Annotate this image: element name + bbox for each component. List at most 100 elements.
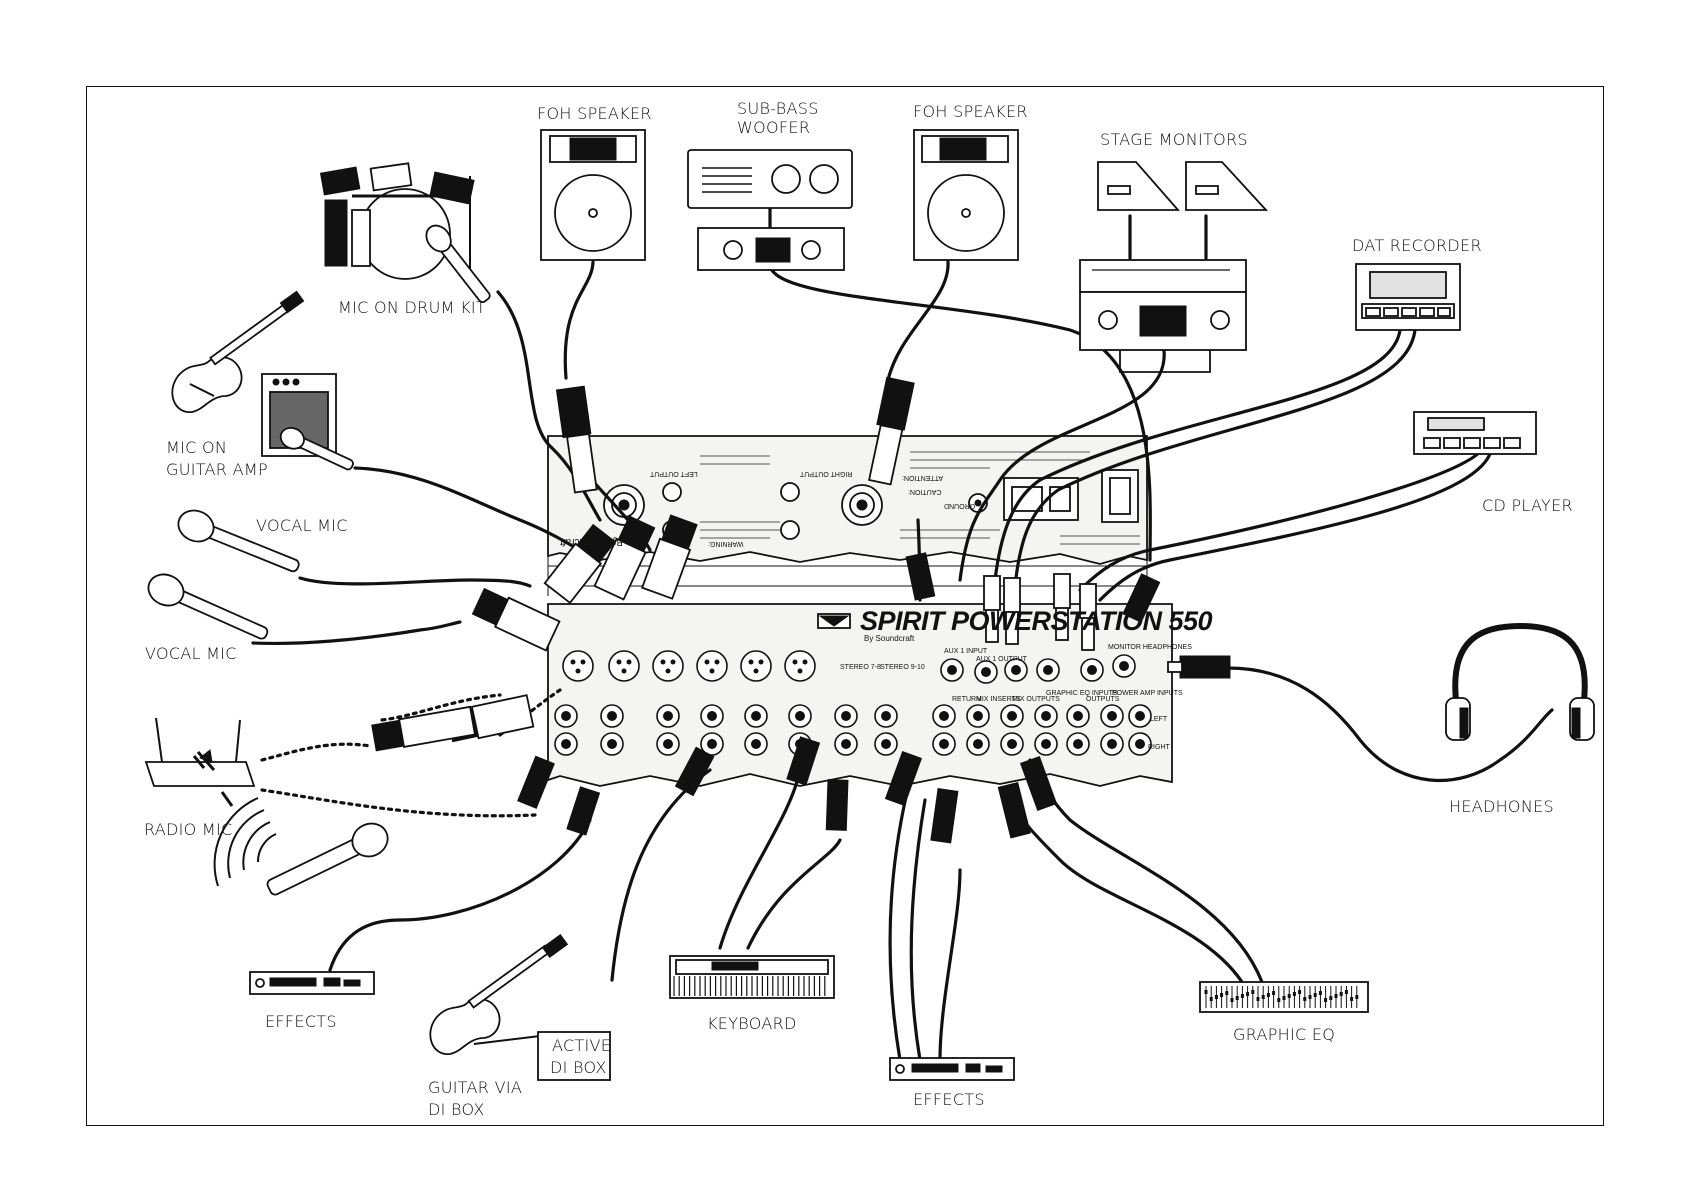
jack-socket [1000, 732, 1024, 756]
jack-socket [700, 732, 724, 756]
eq-slider-knob [1298, 990, 1302, 994]
panel-right-output: RIGHT OUTPUT [800, 470, 853, 477]
top-socket [974, 660, 998, 684]
stage-monitors-label: STAGE MONITORS [1100, 130, 1248, 149]
keyboard-label: KEYBOARD [707, 1014, 797, 1033]
eq-slider-knob [1220, 993, 1224, 997]
panel-left-output: LEFT OUTPUT [650, 470, 698, 477]
cable-layer [251, 206, 1554, 1062]
jack-socket [600, 732, 624, 756]
panel-left: LEFT [1150, 716, 1168, 723]
effects-left-label: EFFECTS [265, 1012, 337, 1031]
eq-slider-knob [1344, 990, 1348, 994]
top-socket [1080, 658, 1104, 682]
jack-socket [966, 704, 990, 728]
eq-slider-knob [1261, 995, 1265, 999]
jack-socket [1066, 732, 1090, 756]
panel-attention: ATTENTION: [902, 474, 944, 481]
top-socket [1004, 658, 1028, 682]
mixer-brand-label: SPIRIT POWERSTATION 550 [860, 606, 1213, 636]
jack-socket [554, 704, 578, 728]
sub-bass-woofer-icon [687, 149, 853, 271]
eq-slider-knob [1334, 994, 1338, 998]
jack-socket [932, 704, 956, 728]
panel-mix-outputs: MIX OUTPUTS [1012, 696, 1060, 703]
xlr-socket [696, 650, 728, 682]
vocal-mic-bottom-icon [147, 573, 269, 640]
eq-slider-knob [1355, 995, 1359, 999]
eq-slider-knob [1225, 991, 1229, 995]
eq-slider-knob [1308, 995, 1312, 999]
eq-slider-knob [1324, 998, 1328, 1002]
jack-socket [1128, 732, 1152, 756]
radio-xlr-plug-icon [371, 705, 476, 752]
guitar-top-icon [171, 290, 305, 413]
effects-center-icon [889, 1057, 1015, 1081]
guitar-amp-icon [261, 373, 337, 457]
di-box-label: DI BOX [550, 1058, 607, 1077]
panel-stereo-9-10: STEREO 9-10 [880, 664, 925, 671]
jack-socket [834, 732, 858, 756]
guitar-amp-label: GUITAR AMP [166, 460, 268, 479]
foh-speaker-left-icon [540, 129, 646, 261]
stage-monitors-icon [1079, 161, 1269, 373]
eq-slider-knob [1287, 994, 1291, 998]
xlr-socket [562, 650, 594, 682]
sub-bass-label: SUB-BASS [737, 99, 819, 118]
jack-socket [932, 732, 956, 756]
panel-return: RETURN [952, 696, 982, 703]
eq-slider-knob [1246, 992, 1250, 996]
effects-center-label: EFFECTS [913, 1090, 985, 1109]
xlr-socket [740, 650, 772, 682]
jack-socket [874, 704, 898, 728]
jack-socket [834, 704, 858, 728]
xlr-socket [652, 650, 684, 682]
cd-player-label: CD PLAYER [1482, 496, 1573, 515]
woofer-label: WOOFER [737, 118, 811, 137]
panel-mix-inserts: MIX INSERTS [976, 696, 1021, 703]
panel-geq-outputs: OUTPUTS [1086, 696, 1120, 703]
active-di-box [537, 1031, 611, 1081]
jack-socket [554, 732, 578, 756]
guitar-via-label: GUITAR VIA [428, 1078, 523, 1097]
panel-geq-inputs: GRAPHIC EQ INPUTS [1046, 690, 1118, 697]
eq-slider-knob [1303, 997, 1307, 1001]
di-box-guitar-label: DI BOX [428, 1100, 485, 1119]
vocal-mic-bottom-label: VOCAL MIC [145, 644, 237, 663]
panel-monitor-headphones: MONITOR HEADPHONES [1108, 644, 1192, 651]
eq-slider-knob [1240, 994, 1244, 998]
diagram-frame [86, 86, 1604, 1126]
drum-mic-icon [425, 224, 491, 303]
radio-waves-icon [213, 797, 277, 887]
jack-socket [1066, 704, 1090, 728]
jack-socket [1000, 704, 1024, 728]
amp-mic-icon [279, 427, 354, 471]
panel-stereo-7-8: STEREO 7-8 [840, 664, 881, 671]
radio-receiver-icon [144, 717, 256, 807]
xlr-socket [784, 650, 816, 682]
dat-recorder-icon [1355, 263, 1461, 331]
eq-slider-knob [1209, 997, 1213, 1001]
jack-socket [1128, 704, 1152, 728]
foh-speaker-right-label: FOH SPEAKER [913, 102, 1028, 121]
jack-socket [656, 704, 680, 728]
radio-mic-icon [266, 822, 389, 896]
foh-speaker-right-icon [913, 129, 1019, 261]
eq-slider-knob [1235, 996, 1239, 1000]
mic-on-drum-kit-label: MIC ON DRUM KIT [338, 298, 486, 317]
panel-ground: GROUND [944, 502, 976, 509]
eq-slider-knob [1277, 998, 1281, 1002]
panel-caution: CAUTION: [908, 488, 942, 495]
eq-slider-knob [1251, 990, 1255, 994]
cd-player-icon [1413, 411, 1537, 455]
mixer-jack-field [554, 650, 1152, 756]
foh-speaker-left-label: FOH SPEAKER [537, 104, 652, 123]
eq-slider-knob [1230, 998, 1234, 1002]
keyboard-icon [669, 955, 835, 999]
vocal-mic-top-label: VOCAL MIC [256, 516, 348, 535]
drum-kit-icon [319, 162, 475, 280]
eq-slider-knob [1318, 991, 1322, 995]
eq-slider-knob [1339, 992, 1343, 996]
jack-socket [744, 704, 768, 728]
